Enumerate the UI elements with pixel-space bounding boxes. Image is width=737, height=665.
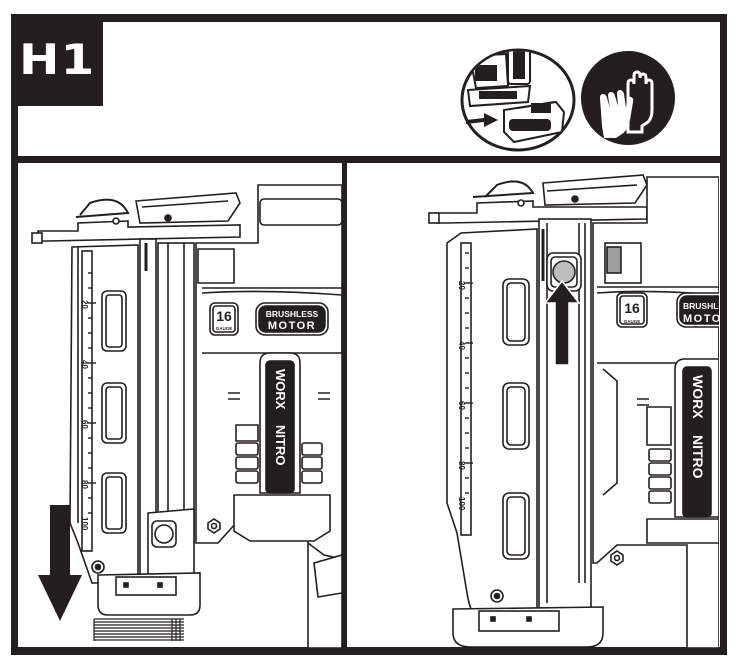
- down-arrow-icon: [38, 505, 82, 621]
- motor-line2: MOTOR: [268, 320, 316, 332]
- scale-label: 80: [457, 461, 466, 470]
- panel-divider: [342, 156, 347, 655]
- gauge-word: GAUGE: [216, 326, 233, 331]
- header-divider: [11, 156, 727, 163]
- nailer-illustration-right: 16 GAUGE BRUSHLESS MOTOR WORX NITRO 20 4…: [428, 174, 719, 648]
- right-panel: 16 GAUGE BRUSHLESS MOTOR WORX NITRO 20 4…: [347, 163, 719, 648]
- brand-line1: WORX: [273, 369, 288, 410]
- step-label: H1: [18, 35, 96, 84]
- motor-line1: BRUSHLESS: [683, 301, 719, 311]
- up-arrow-icon: [543, 279, 581, 366]
- scale-label: 40: [457, 341, 466, 350]
- scale-label: 100: [80, 517, 89, 531]
- slide-arrow: [466, 113, 498, 127]
- scale-label: 80: [80, 480, 89, 489]
- brand-line1: WORX: [690, 375, 706, 419]
- scale-label: 100: [457, 497, 466, 511]
- scale-label: 20: [457, 281, 466, 290]
- nailer-illustration-left: 16 GAUGE BRUSHLESS MOTOR WORX NITRO 20 4…: [31, 184, 342, 648]
- brand-line2: NITRO: [273, 425, 288, 465]
- gauge-number: 16: [624, 300, 640, 316]
- scale-label: 20: [80, 300, 89, 309]
- motor-line1: BRUSHLESS: [266, 309, 319, 319]
- gloves-icon: [581, 51, 675, 145]
- scale-label: 60: [457, 401, 466, 410]
- brand-line2: NITRO: [690, 435, 706, 479]
- battery-removal-icon: [460, 48, 576, 152]
- scale-label: 40: [80, 360, 89, 369]
- scale-label: 60: [80, 420, 89, 429]
- motor-line2: MOTOR: [683, 313, 719, 325]
- nail-strip: [93, 618, 184, 641]
- left-panel: 16 GAUGE BRUSHLESS MOTOR WORX NITRO 20 4…: [18, 163, 342, 648]
- step-badge: H1: [11, 14, 103, 106]
- gauge-word: GAUGE: [624, 319, 641, 324]
- gauge-number: 16: [216, 308, 232, 324]
